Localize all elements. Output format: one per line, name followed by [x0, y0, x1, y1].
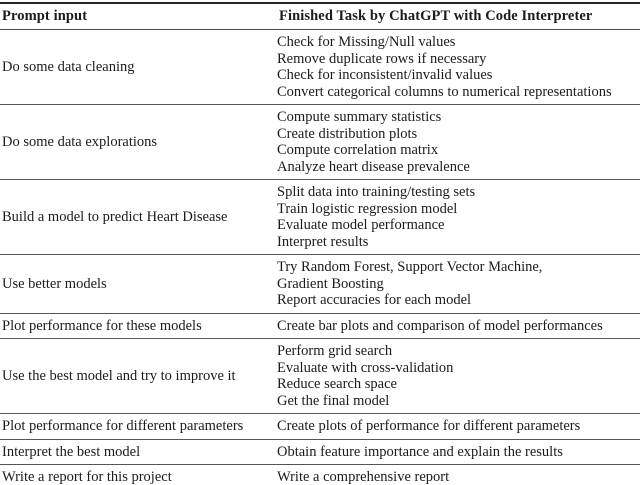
- prompt-cell: Plot performance for different parameter…: [2, 418, 244, 434]
- tasks-cell: Write a comprehensive report: [277, 465, 640, 485]
- task-line: Report accuracies for each model: [277, 292, 472, 308]
- tasks-cell: Compute summary statistics Create distri…: [277, 105, 640, 180]
- column-header-finished-task: Finished Task by ChatGPT with Code Inter…: [277, 3, 640, 30]
- tasks-cell: Check for Missing/Null values Remove dup…: [277, 30, 640, 105]
- table-row: Do some data explorations Compute summar…: [0, 105, 640, 180]
- table-row: Write a report for this project Write a …: [0, 465, 640, 485]
- header-row: Prompt input Finished Task by ChatGPT wi…: [0, 3, 640, 30]
- tasks-cell: Perform grid search Evaluate with cross-…: [277, 339, 640, 414]
- prompt-cell: Interpret the best model: [2, 443, 141, 460]
- table-header: Prompt input Finished Task by ChatGPT wi…: [0, 3, 640, 30]
- task-line: Create distribution plots: [277, 125, 418, 142]
- tasks-cell: Split data into training/testing sets Tr…: [277, 180, 640, 255]
- task-line: Convert categorical columns to numerical…: [277, 83, 612, 100]
- task-line: Gradient Boosting: [277, 275, 384, 292]
- prompt-cell: Use better models: [2, 275, 107, 292]
- task-line: Train logistic regression model: [277, 200, 458, 217]
- table-row: Use better models Try Random Forest, Sup…: [0, 255, 640, 314]
- task-line: Try Random Forest, Support Vector Machin…: [277, 259, 543, 275]
- task-line: Compute summary statistics: [277, 109, 442, 125]
- task-line: Get the final model: [277, 392, 390, 409]
- task-line: Obtain feature importance and explain th…: [277, 443, 563, 460]
- table-row: Do some data cleaning Check for Missing/…: [0, 30, 640, 105]
- prompt-cell: Do some data cleaning: [2, 58, 135, 75]
- task-line: Compute correlation matrix: [277, 142, 439, 158]
- task-line: Reduce search space: [277, 376, 397, 392]
- tasks-cell: Create plots of performance for differen…: [277, 414, 640, 440]
- task-line: Evaluate model performance: [277, 217, 445, 233]
- tasks-cell: Create bar plots and comparison of model…: [277, 313, 640, 339]
- tasks-cell: Obtain feature importance and explain th…: [277, 439, 640, 465]
- table-row: Plot performance for different parameter…: [0, 414, 640, 440]
- prompt-cell: Write a report for this project: [2, 469, 172, 485]
- table-row: Interpret the best model Obtain feature …: [0, 439, 640, 465]
- prompt-cell: Use the best model and try to improve it: [2, 367, 236, 384]
- prompt-cell: Build a model to predict Heart Disease: [2, 208, 228, 225]
- task-line: Create bar plots and comparison of model…: [277, 317, 603, 334]
- task-line: Analyze heart disease prevalence: [277, 158, 470, 175]
- column-header-prompt-input: Prompt input: [0, 3, 277, 30]
- task-line: Perform grid search: [277, 343, 393, 359]
- tasks-cell: Try Random Forest, Support Vector Machin…: [277, 255, 640, 314]
- prompt-cell: Plot performance for these models: [2, 317, 202, 334]
- task-line: Remove duplicate rows if necessary: [277, 50, 487, 67]
- task-line: Check for Missing/Null values: [277, 34, 456, 50]
- task-line: Create plots of performance for differen…: [277, 418, 581, 434]
- task-line: Evaluate with cross-validation: [277, 359, 454, 376]
- task-line: Write a comprehensive report: [277, 469, 450, 485]
- table-body: Do some data cleaning Check for Missing/…: [0, 30, 640, 485]
- task-line: Check for inconsistent/invalid values: [277, 67, 493, 83]
- prompt-cell: Do some data explorations: [2, 133, 158, 150]
- task-line: Interpret results: [277, 233, 369, 250]
- task-line: Split data into training/testing sets: [277, 184, 476, 200]
- table-row: Use the best model and try to improve it…: [0, 339, 640, 414]
- table-row: Plot performance for these models Create…: [0, 313, 640, 339]
- table-row: Build a model to predict Heart Disease S…: [0, 180, 640, 255]
